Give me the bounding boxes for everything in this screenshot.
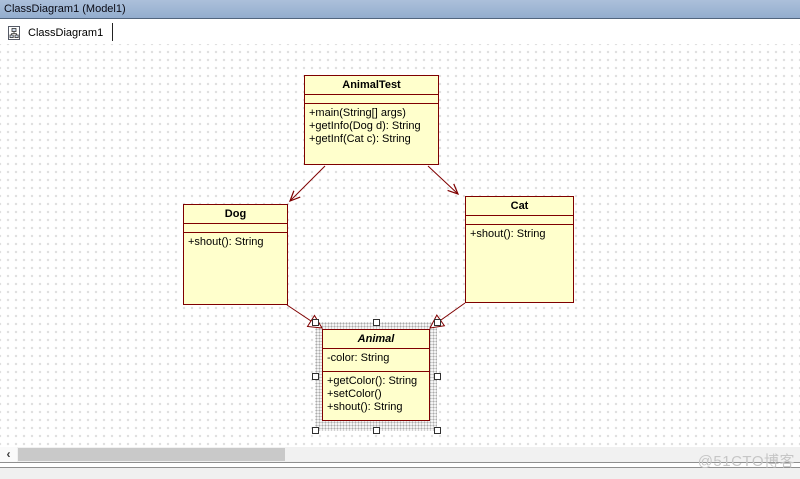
methods-compartment: +main(String[] args) +getInfo(Dog d): St…	[305, 104, 438, 146]
scrollbar-thumb[interactable]	[18, 448, 285, 461]
method-item: +getInf(Cat c): String	[309, 133, 411, 145]
horizontal-scrollbar[interactable]: ‹	[0, 447, 800, 462]
method-item: +getColor(): String	[327, 375, 418, 387]
diagram-window-title: ClassDiagram1 (Model1)	[4, 3, 126, 15]
class-box-animaltest[interactable]: AnimalTest +main(String[] args) +getInfo…	[304, 75, 439, 165]
attributes-compartment	[466, 216, 573, 225]
method-item: +setColor()	[327, 388, 382, 400]
selection-handle-nw[interactable]	[312, 319, 319, 326]
method-item: +shout(): String	[470, 228, 546, 240]
class-title: Dog	[184, 205, 287, 224]
diagram-tabbar: ClassDiagram1	[0, 20, 800, 44]
class-title: Cat	[466, 197, 573, 216]
class-diagram-icon	[8, 26, 20, 40]
selection-handle-s[interactable]	[373, 427, 380, 434]
watermark-text: @51CTO博客	[697, 453, 795, 470]
selection-handle-se[interactable]	[434, 427, 441, 434]
tab-label: ClassDiagram1	[28, 27, 104, 39]
class-box-cat[interactable]: Cat +shout(): String	[465, 196, 574, 303]
statusbar	[0, 468, 800, 479]
tab-classdiagram1[interactable]: ClassDiagram1	[6, 22, 103, 44]
methods-compartment: +shout(): String	[466, 225, 573, 241]
dependency-arrow-animaltest-cat[interactable]	[427, 165, 460, 195]
selection-handle-e[interactable]	[434, 373, 441, 380]
methods-compartment: +getColor(): String +setColor() +shout()…	[323, 372, 429, 414]
method-item: +shout(): String	[188, 236, 264, 248]
method-item: +shout(): String	[327, 401, 403, 413]
selection-handle-w[interactable]	[312, 373, 319, 380]
attribute-item: -color: String	[327, 352, 390, 364]
selection-handle-ne[interactable]	[434, 319, 441, 326]
dependency-arrow-animaltest-dog[interactable]	[288, 165, 326, 203]
selection-handle-sw[interactable]	[312, 427, 319, 434]
scroll-left-icon: ‹	[6, 447, 11, 461]
tab-edge-separator	[112, 23, 113, 41]
diagram-window-titlebar[interactable]: ClassDiagram1 (Model1)	[0, 0, 800, 19]
class-title: Animal	[323, 330, 429, 349]
class-box-dog[interactable]: Dog +shout(): String	[183, 204, 288, 305]
attributes-compartment	[305, 95, 438, 104]
selection-handle-n[interactable]	[373, 319, 380, 326]
diagram-canvas[interactable]: AnimalTest +main(String[] args) +getInfo…	[0, 44, 800, 447]
class-box-animal[interactable]: Animal -color: String +getColor(): Strin…	[322, 329, 430, 421]
method-item: +main(String[] args)	[309, 107, 406, 119]
scroll-left-button[interactable]: ‹	[0, 447, 17, 462]
window-bottom-edge	[0, 462, 800, 468]
attributes-compartment	[184, 224, 287, 233]
class-title: AnimalTest	[305, 76, 438, 95]
attributes-compartment: -color: String	[323, 349, 429, 372]
methods-compartment: +shout(): String	[184, 233, 287, 249]
method-item: +getInfo(Dog d): String	[309, 120, 421, 132]
